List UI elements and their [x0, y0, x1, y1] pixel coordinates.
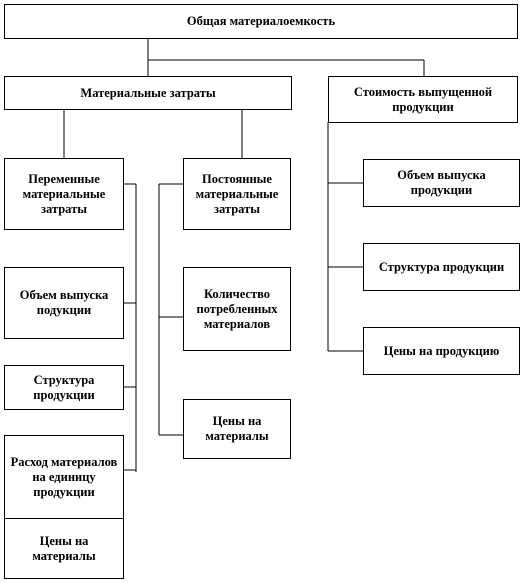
node-fixed-costs: Постоянные материальные затраты: [183, 158, 291, 230]
node-fixed-quantity: Количество потребленных материалов: [183, 267, 291, 351]
node-var-prices: Цены на материалы: [4, 518, 124, 579]
node-variable-costs: Переменные материальные затраты: [4, 158, 124, 230]
node-var-consumption: Расход материалов на единицу продукции: [4, 435, 124, 519]
node-out-structure: Структура продукции: [363, 243, 520, 291]
node-out-volume: Объем выпуска продукции: [363, 159, 520, 207]
node-material-costs: Материальные затраты: [4, 76, 292, 110]
node-var-output-volume: Объем выпуска подукции: [4, 267, 124, 339]
node-fixed-prices: Цены на материалы: [183, 399, 291, 459]
node-output-value: Стоимость выпущенной продукции: [328, 76, 518, 123]
node-out-prices: Цены на продукцию: [363, 327, 520, 375]
node-root: Общая материалоемкость: [4, 4, 518, 39]
node-var-structure: Структура продукции: [4, 365, 124, 410]
